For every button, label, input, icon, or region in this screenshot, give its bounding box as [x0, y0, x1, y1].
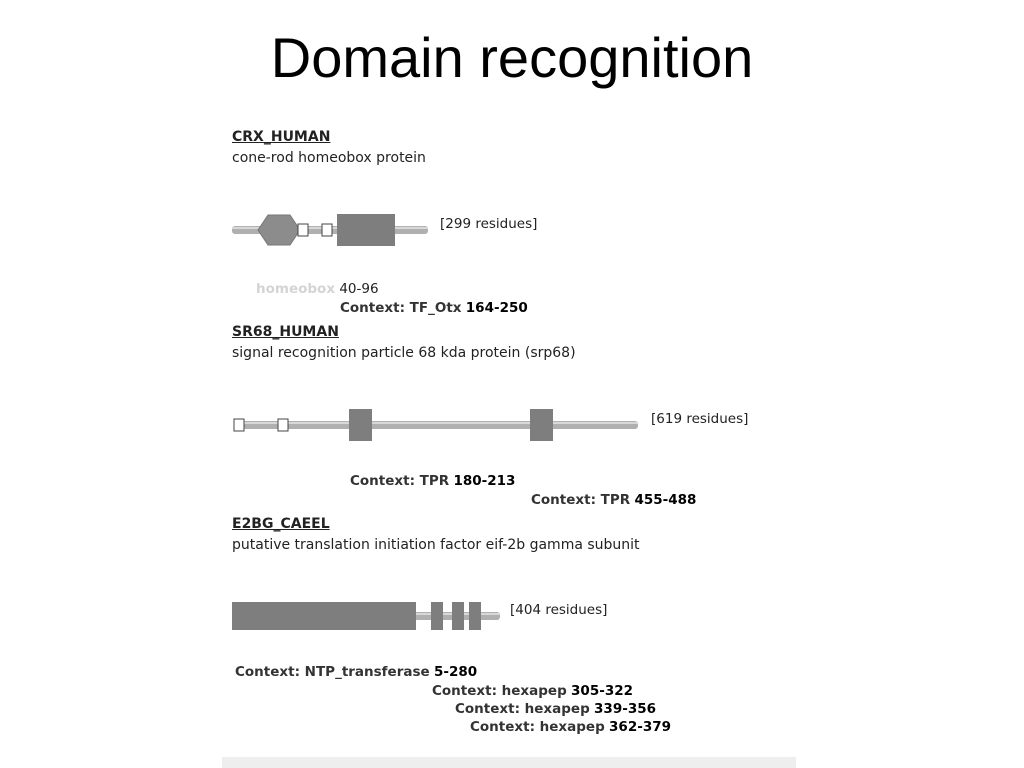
protein-id-crx: CRX_HUMAN	[232, 129, 331, 145]
domain-hexapep-1	[431, 602, 443, 630]
length-label-sr68: [619 residues]	[651, 411, 749, 427]
annotation-range: 180-213	[453, 473, 516, 489]
protein-id-e2bg: E2BG_CAEEL	[232, 516, 330, 532]
annotation-hexapep-3: Context: hexapep 362-379	[470, 719, 671, 735]
annotation-range: 362-379	[609, 719, 671, 735]
domain-ntp-transferase	[232, 602, 416, 630]
motif-box-2	[321, 223, 333, 237]
domain-tpr-2	[530, 409, 553, 441]
domain-hexapep-3	[469, 602, 481, 630]
figure-bottom-strip	[222, 757, 796, 768]
protein-description-crx: cone-rod homeobox protein	[232, 150, 426, 166]
protein-description-e2bg: putative translation initiation factor e…	[232, 537, 640, 553]
annotation-label: Context: NTP_transferase	[235, 664, 430, 680]
protein-id-sr68: SR68_HUMAN	[232, 324, 339, 340]
backbone-highlight	[234, 422, 638, 424]
domain-track-crx	[232, 214, 428, 246]
annotation-label: Context: TF_Otx	[340, 300, 462, 316]
protein-description-sr68: signal recognition particle 68 kda prote…	[232, 345, 576, 361]
domain-track-sr68	[233, 409, 638, 441]
annotation-range: 339-356	[594, 701, 656, 717]
motif-box-2	[277, 418, 289, 432]
annotation-hexapep-1: Context: hexapep 305-322	[432, 683, 633, 699]
domain-track-e2bg	[232, 602, 500, 630]
domain-hexapep-2	[452, 602, 464, 630]
annotation-hexapep-2: Context: hexapep 339-356	[455, 701, 656, 717]
motif-box-1	[233, 418, 245, 432]
annotation-tpr-1: Context: TPR 180-213	[350, 473, 515, 489]
domain-homeobox	[257, 214, 301, 246]
annotation-range: 164-250	[465, 300, 528, 316]
annotation-label: Context: hexapep	[432, 683, 567, 699]
annotation-label: Context: TPR	[531, 492, 631, 508]
annotation-label: Context: hexapep	[470, 719, 605, 735]
domain-tf-otx	[337, 214, 395, 246]
length-label-e2bg: [404 residues]	[510, 602, 608, 618]
annotation-ntp-transferase: Context: NTP_transferase 5-280	[235, 664, 477, 680]
annotation-tpr-2: Context: TPR 455-488	[531, 492, 696, 508]
length-label-crx: [299 residues]	[440, 216, 538, 232]
slide-title: Domain recognition	[270, 26, 754, 89]
annotation-range: 40-96	[339, 281, 379, 297]
annotation-tf-otx: Context: TF_Otx 164-250	[340, 300, 528, 316]
annotation-name: homeobox	[256, 281, 336, 297]
annotation-range: 455-488	[634, 492, 697, 508]
annotation-label: Context: TPR	[350, 473, 450, 489]
annotation-label: Context: hexapep	[455, 701, 590, 717]
domain-tpr-1	[349, 409, 372, 441]
motif-box-1	[297, 223, 309, 237]
annotation-range: 5-280	[433, 664, 478, 680]
annotation-homeobox: homeobox 40-96	[256, 281, 379, 297]
annotation-range: 305-322	[571, 683, 633, 699]
